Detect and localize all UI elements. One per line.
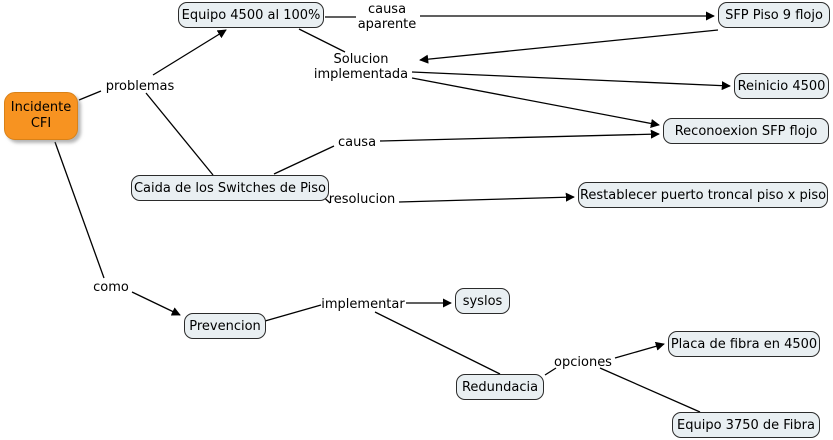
node-redundacia[interactable]: Redundacia — [456, 374, 544, 400]
edge-redundacia-opciones — [544, 367, 557, 376]
edge-implementar-redundacia — [374, 311, 501, 375]
edge-label-solucion-implementada: Solucion implementada — [313, 52, 409, 82]
node-incidente-cfi[interactable]: Incidente CFI — [4, 92, 78, 140]
edge-label-implementar: implementar — [321, 297, 405, 312]
edge-incidente-problemas — [78, 90, 102, 101]
edge-label-causa: causa — [337, 135, 377, 150]
edge-label-como: como — [93, 280, 129, 295]
edge-label-resolucion: resolucion — [328, 192, 396, 207]
node-equipo-4500-al-100[interactable]: Equipo 4500 al 100% — [178, 2, 324, 28]
edge-equipo4500-solucion — [298, 28, 346, 53]
edge-problemas-equipo4500 — [152, 29, 227, 76]
edge-solucion-reconoexion — [411, 77, 660, 128]
node-restablecer-puerto-troncal[interactable]: Restablecer puerto troncal piso x piso — [578, 182, 828, 208]
node-caida-de-los-switches-de-piso[interactable]: Caida de los Switches de Piso — [131, 175, 329, 201]
node-prevencion[interactable]: Prevencion — [184, 313, 266, 339]
edge-label-opciones: opciones — [554, 355, 612, 370]
node-equipo-3750-de-fibra[interactable]: Equipo 3750 de Fibra — [672, 412, 820, 438]
edge-como-prevencion — [131, 291, 181, 316]
node-placa-de-fibra-en-4500[interactable]: Placa de fibra en 4500 — [668, 331, 820, 357]
edge-resolucion-restablecer — [398, 192, 575, 203]
edge-causa-reconoexion — [379, 129, 660, 142]
edge-label-problemas: problemas — [105, 79, 175, 94]
edge-sfp-solucion — [419, 29, 719, 64]
edge-prevencion-implementar — [264, 304, 322, 322]
node-sfp-piso-9-flojo[interactable]: SFP Piso 9 flojo — [718, 2, 830, 28]
edge-caida-causa — [273, 145, 335, 175]
edge-solucion-reinicio — [411, 71, 731, 91]
edge-opciones-equipo3750 — [599, 367, 701, 413]
node-reinicio-4500[interactable]: Reinicio 4500 — [734, 73, 829, 99]
node-syslos[interactable]: syslos — [455, 288, 510, 314]
edge-problemas-caida — [145, 92, 214, 176]
edge-opciones-placa — [614, 341, 665, 359]
edge-incidente-como — [54, 141, 105, 279]
edge-label-causa-aparente: causa aparente — [357, 2, 417, 32]
node-reconoexion-sfp-flojo[interactable]: Reconoexion SFP flojo — [663, 118, 829, 144]
